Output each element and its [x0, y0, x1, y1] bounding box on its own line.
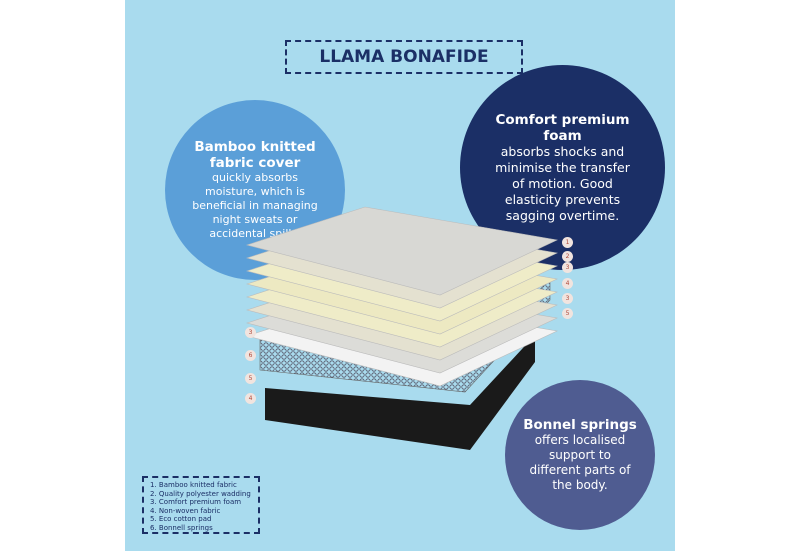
layer-marker: 4 — [562, 278, 573, 289]
layer-marker: 6 — [245, 350, 256, 361]
layer-marker: 3 — [245, 327, 256, 338]
callout-text: absorbs shocks and minimise the transfer… — [495, 143, 630, 223]
callout-heading: Bonnel springs — [523, 417, 637, 433]
legend-item: 2. Quality polyester wadding — [150, 489, 251, 498]
product-title: LLAMA BONAFIDE — [285, 40, 523, 74]
layer-marker: 5 — [562, 308, 573, 319]
mattress-base — [265, 335, 535, 450]
mattress-layers-illustration — [245, 206, 558, 450]
legend-item: 1. Bamboo knitted fabric — [150, 481, 237, 489]
layer-marker: 3 — [562, 293, 573, 304]
legend-item: 3. Comfort premium foam — [150, 498, 242, 506]
callout-heading: Comfort premium foam — [495, 111, 630, 144]
layer-marker: 1 — [562, 237, 573, 248]
callout-heading: Bamboo knitted fabric cover — [194, 139, 316, 171]
layer-marker: 3 — [562, 262, 573, 273]
layer-marker: 2 — [562, 251, 573, 262]
legend-item: 6. Bonnell springs — [150, 523, 213, 532]
legend-item: 4. Non-woven fabric — [150, 506, 221, 515]
layer-marker: 4 — [245, 393, 256, 404]
legend-item: 5. Eco cotton pad — [150, 515, 212, 523]
layers-legend: 1. Bamboo knitted fabric 2. Quality poly… — [142, 476, 260, 534]
layer-marker: 5 — [245, 373, 256, 384]
callout-text: quickly absorbs moisture, which is benef… — [192, 171, 318, 240]
mattress-layer-sheet — [245, 206, 558, 296]
callout-text: offers localised support to different pa… — [529, 433, 631, 492]
